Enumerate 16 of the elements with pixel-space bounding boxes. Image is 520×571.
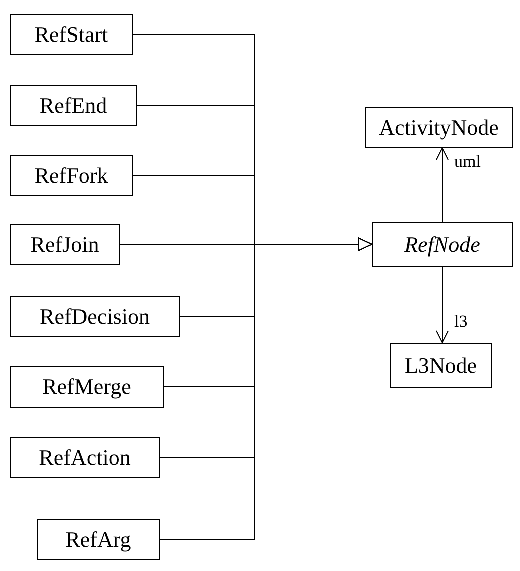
association-arrow [436,266,449,344]
association-arrow [436,148,449,222]
class-box: RefMerge [10,366,164,408]
class-box: RefJoin [10,224,120,265]
edge-label: l3 [452,313,470,330]
class-box: ActivityNode [365,107,513,148]
class-box: RefDecision [10,296,180,337]
edge-label: uml [452,153,483,170]
class-box: RefAction [10,437,160,478]
class-box: L3Node [390,343,492,388]
generalization-arrow [160,238,372,540]
class-box: RefNode [372,222,513,267]
class-box: RefEnd [10,85,137,126]
class-box: RefFork [10,155,133,196]
class-box: RefArg [37,519,160,560]
class-box: RefStart [10,14,133,55]
